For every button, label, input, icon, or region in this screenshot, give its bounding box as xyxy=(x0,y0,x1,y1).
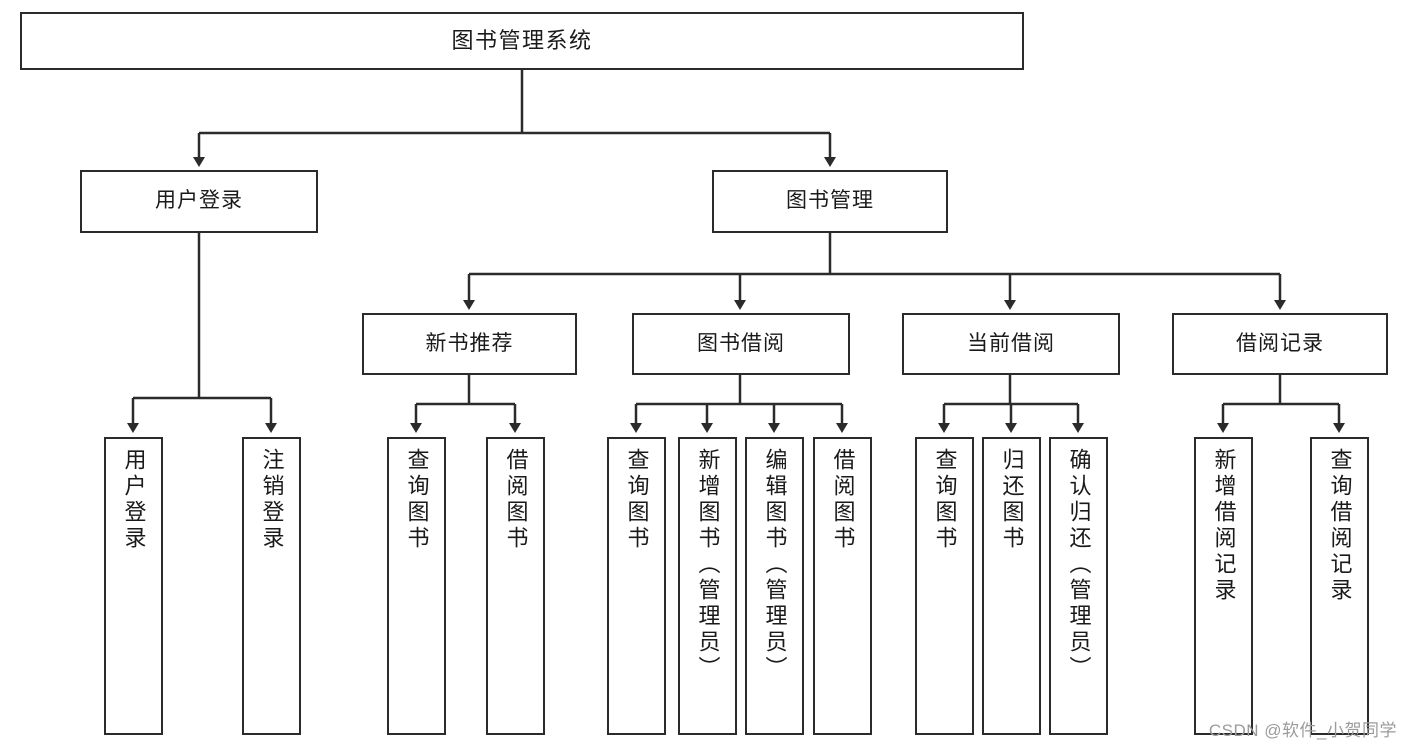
leaf-record-query-record[interactable]: 查询借阅记录 xyxy=(1310,437,1369,735)
watermark: CSDN @软件_小贺同学 xyxy=(1208,721,1397,740)
node-book-borrow-label: 图书借阅 xyxy=(697,331,785,355)
node-current-borrow-label: 当前借阅 xyxy=(967,331,1055,355)
leaf-label: 新增图书（管理员） xyxy=(695,448,721,682)
leaf-borrow-borrow-book[interactable]: 借阅图书 xyxy=(813,437,872,735)
leaf-label: 借阅图书 xyxy=(830,448,856,552)
leaf-current-query-book[interactable]: 查询图书 xyxy=(915,437,974,735)
leaf-label: 归还图书 xyxy=(999,448,1025,552)
leaf-label: 借阅图书 xyxy=(503,448,529,552)
leaf-borrow-query-book[interactable]: 查询图书 xyxy=(607,437,666,735)
node-borrow-record[interactable]: 借阅记录 xyxy=(1172,313,1388,375)
leaf-current-return-book[interactable]: 归还图书 xyxy=(982,437,1041,735)
leaf-borrow-edit-book-admin[interactable]: 编辑图书（管理员） xyxy=(745,437,804,735)
leaf-user-login-login[interactable]: 用户登录 xyxy=(104,437,163,735)
leaf-borrow-add-book-admin[interactable]: 新增图书（管理员） xyxy=(678,437,737,735)
node-user-login-label: 用户登录 xyxy=(155,189,243,213)
node-book-management[interactable]: 图书管理 xyxy=(712,170,948,233)
leaf-label: 新增借阅记录 xyxy=(1211,448,1237,604)
leaf-recommend-borrow-book[interactable]: 借阅图书 xyxy=(486,437,545,735)
node-root[interactable]: 图书管理系统 xyxy=(20,12,1024,70)
leaf-label: 编辑图书（管理员） xyxy=(762,448,788,682)
leaf-record-add-record[interactable]: 新增借阅记录 xyxy=(1194,437,1253,735)
node-new-book-recommend-label: 新书推荐 xyxy=(425,331,514,355)
leaf-label: 注销登录 xyxy=(259,448,285,552)
leaf-label: 用户登录 xyxy=(121,448,147,552)
node-root-label: 图书管理系统 xyxy=(451,28,593,54)
node-borrow-record-label: 借阅记录 xyxy=(1236,331,1324,355)
node-book-borrow[interactable]: 图书借阅 xyxy=(632,313,850,375)
leaf-label: 确认归还（管理员） xyxy=(1066,448,1092,682)
leaf-label: 查询借阅记录 xyxy=(1327,448,1353,604)
node-current-borrow[interactable]: 当前借阅 xyxy=(902,313,1120,375)
leaf-user-login-logout[interactable]: 注销登录 xyxy=(242,437,301,735)
leaf-current-confirm-return-admin[interactable]: 确认归还（管理员） xyxy=(1049,437,1108,735)
leaf-label: 查询图书 xyxy=(624,448,650,552)
leaf-label: 查询图书 xyxy=(404,448,430,552)
node-book-management-label: 图书管理 xyxy=(786,189,874,213)
node-user-login[interactable]: 用户登录 xyxy=(80,170,318,233)
leaf-recommend-query-book[interactable]: 查询图书 xyxy=(387,437,446,735)
node-new-book-recommend[interactable]: 新书推荐 xyxy=(362,313,577,375)
leaf-label: 查询图书 xyxy=(932,448,958,552)
